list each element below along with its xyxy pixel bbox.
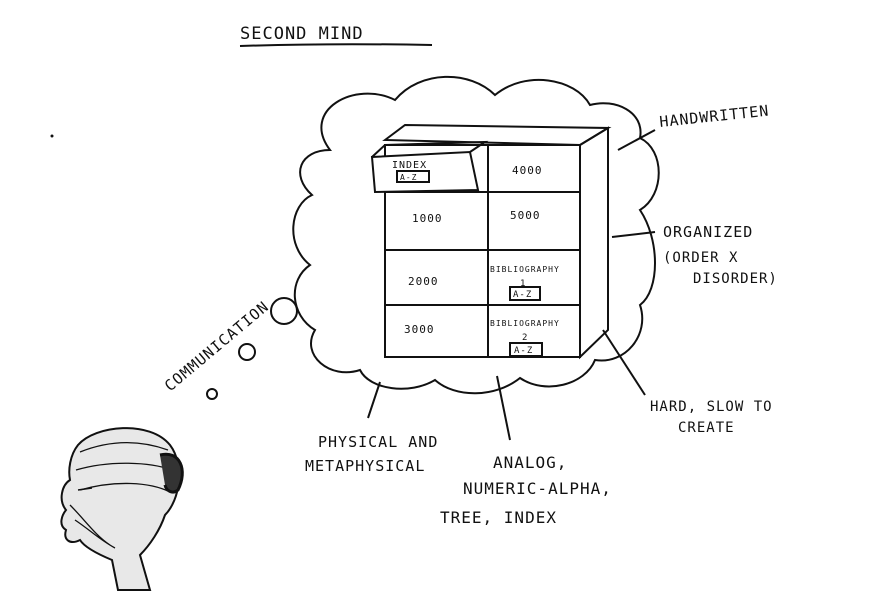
pointer-hard — [602, 329, 646, 396]
headphone-icon — [159, 452, 184, 494]
thought-bubble-medium — [238, 343, 256, 361]
bib1-title: BIBLIOGRAPHY — [490, 265, 560, 274]
annotation-analog-line3: TREE, INDEX — [440, 508, 557, 527]
head-outline — [60, 427, 181, 591]
cell-1000: 1000 — [412, 212, 443, 225]
thought-cloud — [292, 75, 660, 395]
stray-dot — [50, 134, 54, 138]
cell-4000: 4000 — [512, 164, 543, 177]
bib1-tag: A-Z — [513, 290, 532, 300]
bib2-title: BIBLIOGRAPHY — [490, 319, 560, 328]
index-drawer-top — [371, 140, 489, 158]
bib2-tag: A-Z — [514, 346, 533, 356]
annotation-analog-line1: ANALOG, — [493, 453, 567, 472]
index-tag: A-Z — [400, 173, 417, 182]
pointer-handwritten — [617, 129, 656, 151]
cell-5000: 5000 — [510, 209, 541, 222]
annotation-organized: ORGANIZED — [663, 223, 753, 241]
cell-3000: 3000 — [404, 323, 435, 336]
cell-2000: 2000 — [408, 275, 439, 288]
beard-strokes — [69, 504, 116, 549]
bib1-tag-box — [509, 286, 541, 301]
bib2-number: 2 — [522, 333, 528, 343]
head-sketch — [60, 427, 184, 591]
annotation-order-line2: DISORDER) — [693, 271, 778, 287]
index-tag-box — [396, 170, 430, 183]
annotation-physical-line2: METAPHYSICAL — [305, 457, 425, 475]
pointer-physical — [367, 381, 381, 419]
bib2-tag-box — [509, 342, 543, 357]
thought-bubble-large — [270, 297, 298, 325]
annotation-physical-line1: PHYSICAL AND — [318, 433, 438, 451]
index-label: INDEX — [392, 160, 427, 171]
annotation-analog-line2: NUMERIC-ALPHA, — [463, 479, 612, 498]
pointer-analog — [496, 375, 511, 441]
thought-bubble-small — [206, 388, 218, 400]
bib1-number: 1 — [520, 279, 526, 289]
filing-cabinet — [370, 123, 612, 360]
annotation-hard-line1: HARD, SLOW TO — [650, 399, 773, 415]
diagram-title: SECOND MIND — [240, 24, 364, 44]
title-underline — [239, 43, 433, 47]
closed-eye — [77, 487, 93, 491]
pointer-organized — [611, 231, 656, 238]
cabinet-side — [579, 126, 609, 360]
annotation-handwritten: HANDWRITTEN — [659, 102, 771, 131]
annotation-order-line1: (ORDER X — [663, 250, 738, 266]
annotation-hard-line2: CREATE — [678, 420, 735, 436]
cabinet-top — [382, 123, 612, 147]
communication-label: COMMUNICATION — [161, 297, 272, 395]
